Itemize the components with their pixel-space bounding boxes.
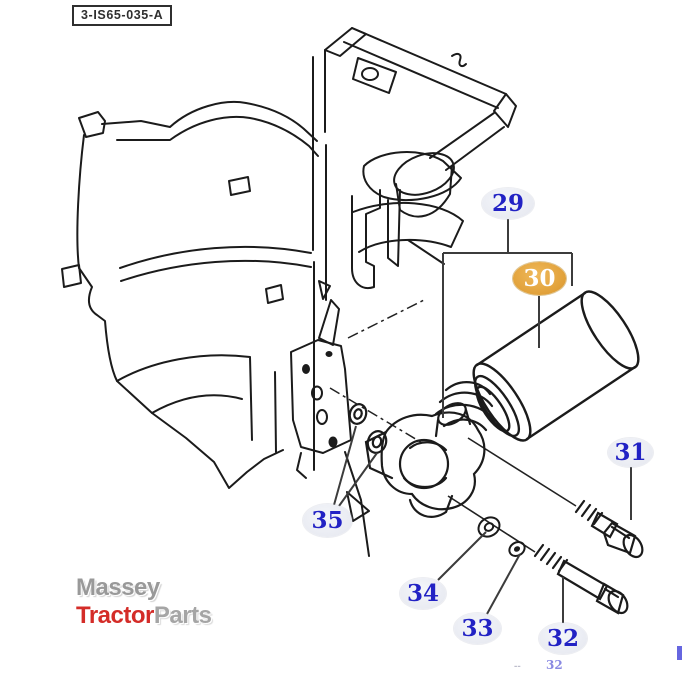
oil-filter-drawing <box>472 290 640 442</box>
callout-32[interactable]: 32 <box>539 623 587 654</box>
bolt-axis-lines <box>447 437 577 553</box>
center-axis-lines <box>329 299 425 445</box>
callout-34[interactable]: 34 <box>400 578 446 609</box>
callout-29[interactable]: 29 <box>482 188 534 219</box>
callout-35[interactable]: 35 <box>303 504 352 537</box>
bolt-31-drawing <box>574 499 644 559</box>
watermark-word-parts: Parts <box>153 602 212 629</box>
o-rings-drawing <box>348 403 388 454</box>
callout-leader-lines <box>333 219 632 624</box>
drawing-reference-label: 3-IS65-035-A <box>72 5 173 26</box>
callout-33[interactable]: 33 <box>454 613 501 644</box>
spring-washer-33-drawing <box>508 541 526 557</box>
watermark-word-massey: Massey <box>76 574 160 601</box>
transmission-housing-drawing <box>61 27 517 557</box>
ghost-dash-mark: -- <box>514 661 521 672</box>
filter-head-drawing <box>364 381 496 518</box>
edge-artifact <box>677 646 682 660</box>
ghost-number-32: 32 <box>546 658 563 672</box>
callout-30-highlighted[interactable]: 30 <box>513 262 566 295</box>
bolt-32-drawing <box>533 543 629 615</box>
callout-31[interactable]: 31 <box>608 438 653 467</box>
washer-34-drawing <box>477 516 501 538</box>
watermark-word-tractor: Tractor <box>76 602 154 629</box>
